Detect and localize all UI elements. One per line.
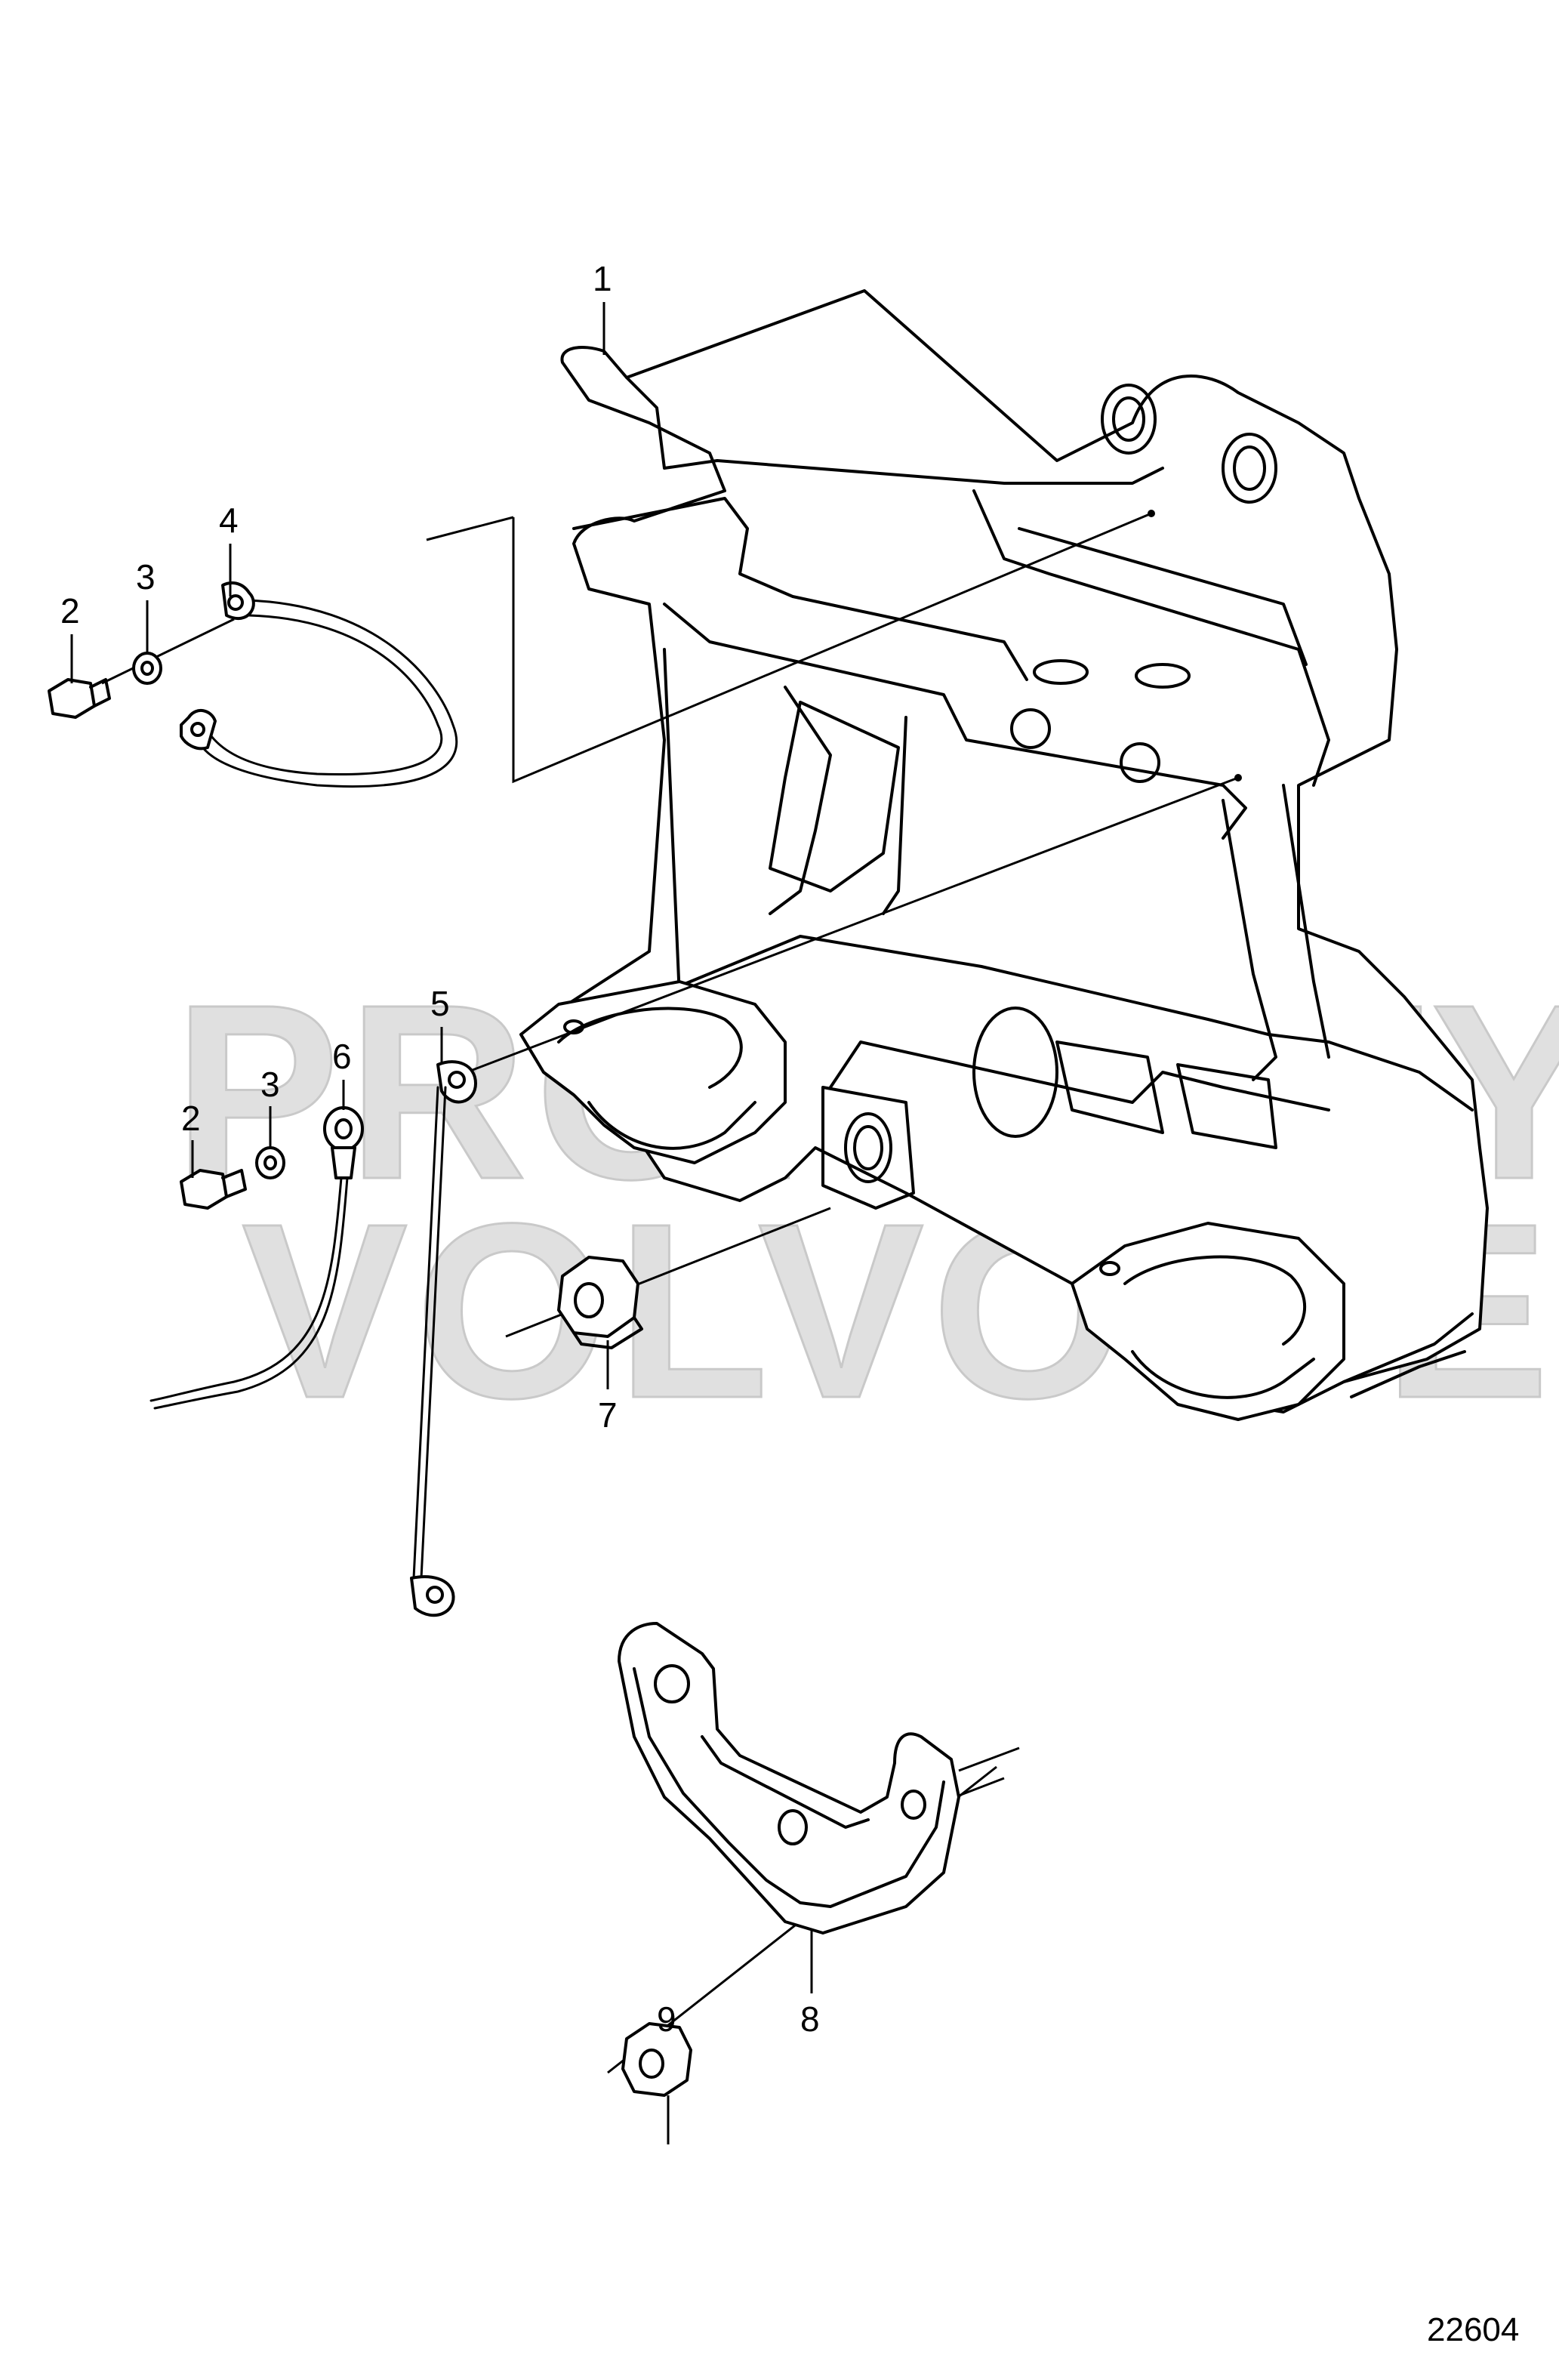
part-2-bolt-upper — [48, 678, 96, 719]
part-1-bracket-housing — [519, 289, 1489, 1421]
lower-bolt-washer — [180, 1146, 285, 1210]
callout-2-lower: 2 — [181, 1099, 201, 1138]
callout-2-upper: 2 — [60, 591, 80, 630]
leader-part-5 — [456, 776, 1239, 1077]
part-8-plate — [618, 1622, 960, 1935]
callout-1: 1 — [593, 259, 612, 298]
callout-6: 6 — [332, 1037, 352, 1076]
callout-3-upper: 3 — [136, 557, 156, 597]
callout-4: 4 — [219, 501, 239, 540]
callout-7: 7 — [598, 1395, 618, 1435]
part-3-washer-upper — [132, 652, 162, 685]
part-4-ground-strap — [180, 581, 458, 788]
callout-5: 5 — [430, 984, 450, 1023]
part-5-ground-strap — [410, 1060, 477, 1617]
callouts: 1 2 3 4 2 3 5 6 7 8 9 — [60, 259, 820, 2039]
part-2-bolt-lower — [180, 1169, 228, 1210]
part-7-flange-nut — [557, 1256, 643, 1349]
callout-3-lower: 3 — [260, 1065, 280, 1104]
callout-9: 9 — [657, 1999, 676, 2039]
upper-bolt-washer — [48, 652, 162, 719]
part-3-washer-lower — [255, 1146, 285, 1179]
figure-number: 22604 — [1427, 2311, 1519, 2348]
leader-part-4 — [512, 512, 1152, 784]
part-6-ground-cable — [149, 1106, 364, 1410]
part-9-hex-nut — [621, 2022, 692, 2097]
callout-ticks — [70, 302, 813, 2144]
leader-part-7 — [505, 1207, 831, 1338]
callout-8: 8 — [800, 1999, 820, 2039]
